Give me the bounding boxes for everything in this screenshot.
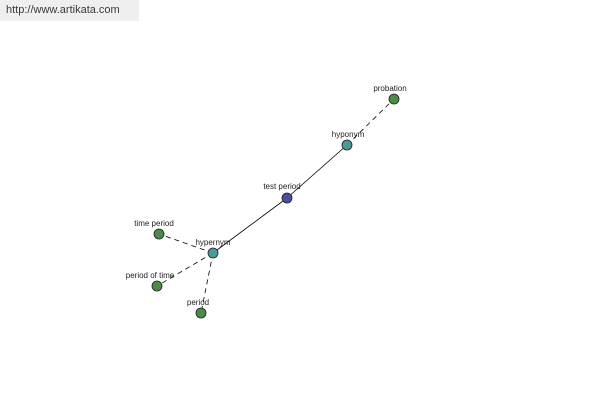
- edge-hypernym-to-time-period: [158, 233, 214, 254]
- node-hyponym[interactable]: [341, 139, 353, 151]
- edge-test-period-to-hypernym: [212, 197, 288, 254]
- labels-layer: test period hyponym hypernym probation time …: [126, 84, 407, 307]
- node-test-period[interactable]: [281, 192, 293, 204]
- edge-hyponym-to-probation: [346, 98, 395, 146]
- node-label-time-period[interactable]: time period: [134, 219, 174, 228]
- edge-test-period-to-hyponym: [286, 144, 348, 199]
- node-label-hypernym[interactable]: hypernym: [195, 238, 230, 247]
- edge-hypernym-to-period: [200, 252, 214, 314]
- node-time-period[interactable]: [153, 228, 165, 240]
- node-probation[interactable]: [388, 93, 400, 105]
- node-hypernym[interactable]: [207, 247, 219, 259]
- node-label-period-of-time[interactable]: period of time: [126, 271, 175, 280]
- edge-hypernym-to-period-of-time: [156, 252, 214, 287]
- node-label-test-period[interactable]: test period: [263, 182, 300, 191]
- edges-layer: [156, 98, 395, 314]
- watermark-url[interactable]: http://www.artikata.com: [0, 0, 139, 21]
- node-label-hyponym[interactable]: hyponym: [332, 130, 365, 139]
- node-label-period[interactable]: period: [187, 298, 209, 307]
- node-period-of-time[interactable]: [151, 280, 163, 292]
- node-label-probation[interactable]: probation: [373, 84, 406, 93]
- nodes-layer: [151, 93, 400, 319]
- node-period[interactable]: [195, 307, 207, 319]
